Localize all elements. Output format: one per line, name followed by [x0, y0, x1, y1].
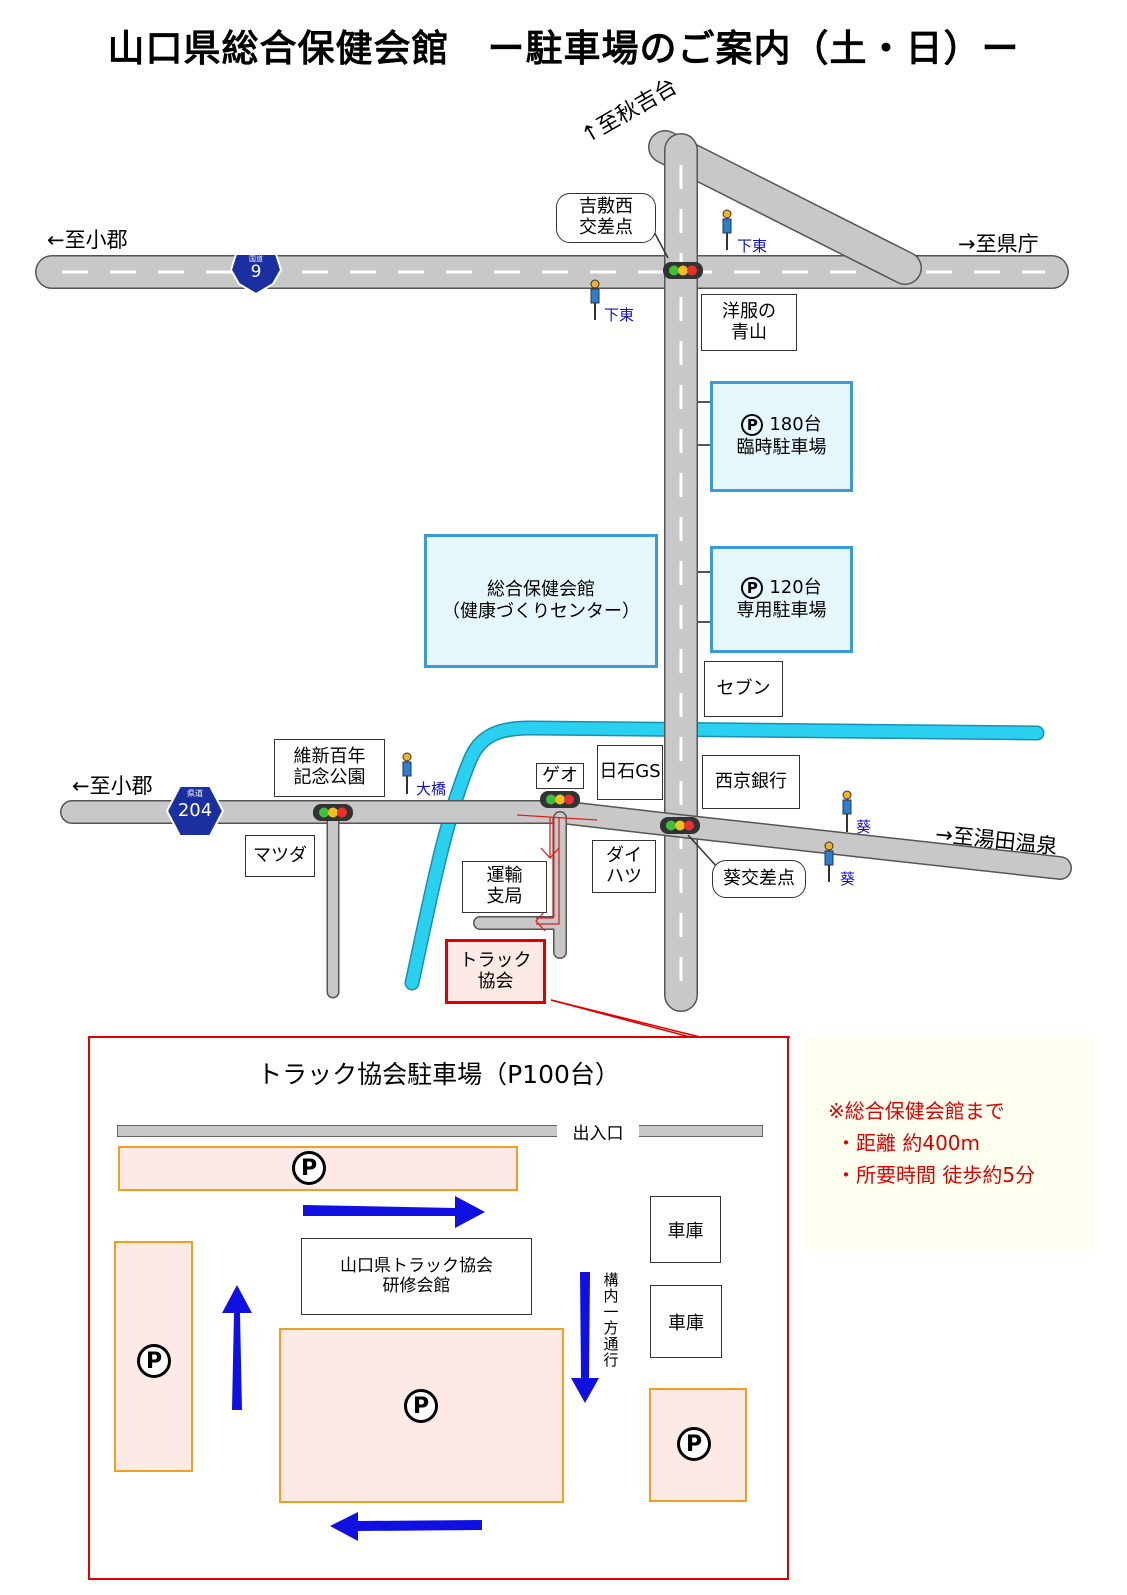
- one-way-label: 構内一方通行: [603, 1271, 619, 1369]
- training-hall: 山口県トラック協会 研修会館: [301, 1238, 532, 1315]
- parking-icon: P: [404, 1389, 438, 1423]
- direction-kencho: →至県庁: [958, 232, 1039, 256]
- landmark-saikyo-bank: 西京銀行: [702, 755, 800, 809]
- detail-title: トラック協会駐車場（P100台）: [257, 1060, 620, 1089]
- bus-stop-shimohigashi-1: 下東: [604, 306, 635, 324]
- parking-icon: P: [292, 1151, 326, 1185]
- dedicated-parking-count: 120台: [769, 577, 822, 598]
- garage-1: 車庫: [650, 1196, 721, 1263]
- landmark-daihatsu: ダイ ハツ: [592, 840, 656, 893]
- health-center-building: 総合保健会館 （健康づくりセンター）: [424, 534, 658, 668]
- bus-stop-ohashi: 大橋: [416, 780, 447, 798]
- dedicated-parking-label: 専用駐車場: [736, 599, 827, 621]
- note-line-2: ・距離 約400m: [836, 1131, 981, 1155]
- health-center-sub: （健康づくりセンター）: [442, 601, 640, 622]
- parking-icon: P: [677, 1427, 711, 1461]
- arrow-down-icon: [571, 1272, 599, 1403]
- garage-2: 車庫: [650, 1285, 722, 1358]
- landmark-seven: セブン: [704, 661, 783, 717]
- route-arrow: [516, 814, 598, 932]
- note-line-1: ※総合保健会館まで: [828, 1099, 1005, 1123]
- arrow-right-icon: [303, 1196, 485, 1228]
- prefectural-route-shield: [165, 785, 225, 837]
- diagonal-road: [648, 130, 922, 285]
- entrance-label: 出入口: [557, 1119, 639, 1144]
- health-center-name: 総合保健会館: [487, 578, 595, 600]
- distance-note: ※総合保健会館まで ・距離 約400m ・所要時間 徒歩約5分: [806, 1037, 1094, 1249]
- landmark-aoyama: 洋服の 青山: [701, 294, 797, 351]
- prefectural-route-number: 204: [177, 800, 213, 821]
- parking-icon: P: [741, 414, 764, 436]
- temp-parking-count: 180台: [769, 414, 822, 435]
- traffic-signal-geo: [540, 791, 580, 808]
- prefectural-route-caption: 県道: [187, 789, 203, 798]
- national-route-caption: 国道: [249, 255, 263, 263]
- bus-stop-shimohigashi-2: 下東: [737, 237, 768, 255]
- temp-parking-label: 臨時駐車場: [736, 436, 827, 458]
- landmark-geo: ゲオ: [536, 763, 584, 789]
- intersection-aoi: 葵交差点: [712, 860, 806, 898]
- arrow-up-icon: [222, 1285, 252, 1410]
- bus-stop-aoi-2: 葵: [840, 870, 856, 888]
- traffic-signal-yoshiki: [663, 262, 703, 279]
- direction-ogori-top: ←至小郡: [47, 228, 128, 252]
- landmark-unyu: 運輸 支局: [462, 861, 547, 913]
- landmark-ishin-park: 維新百年 記念公園: [274, 739, 385, 797]
- national-route-shield: [229, 253, 283, 296]
- note-line-3: ・所要時間 徒歩約5分: [836, 1163, 1036, 1187]
- parking-icon: P: [137, 1344, 171, 1378]
- landmark-nisseki-gs: 日石GS: [597, 745, 663, 800]
- direction-ogori-bottom: ←至小郡: [72, 774, 153, 798]
- bus-stop-aoi-1: 葵: [856, 818, 872, 836]
- parking-icon: P: [741, 577, 764, 599]
- truck-parking-detail: [88, 1036, 789, 1580]
- traffic-signal-ishin: [313, 804, 353, 821]
- traffic-signal-aoi: [660, 817, 700, 834]
- bus-stop-icon: [402, 209, 852, 882]
- side-road-unyu: [473, 811, 567, 959]
- arrow-left-icon: [330, 1512, 482, 1541]
- page-title: 山口県総合保健会館 ー駐車場のご案内（土・日）ー: [107, 27, 1020, 70]
- intersection-yoshiki-nishi: 吉敷西 交差点: [556, 193, 656, 243]
- landmark-truck-association: トラック 協会: [445, 939, 546, 1004]
- national-route-number: 9: [250, 262, 262, 282]
- landmark-mazda: マツダ: [245, 835, 315, 877]
